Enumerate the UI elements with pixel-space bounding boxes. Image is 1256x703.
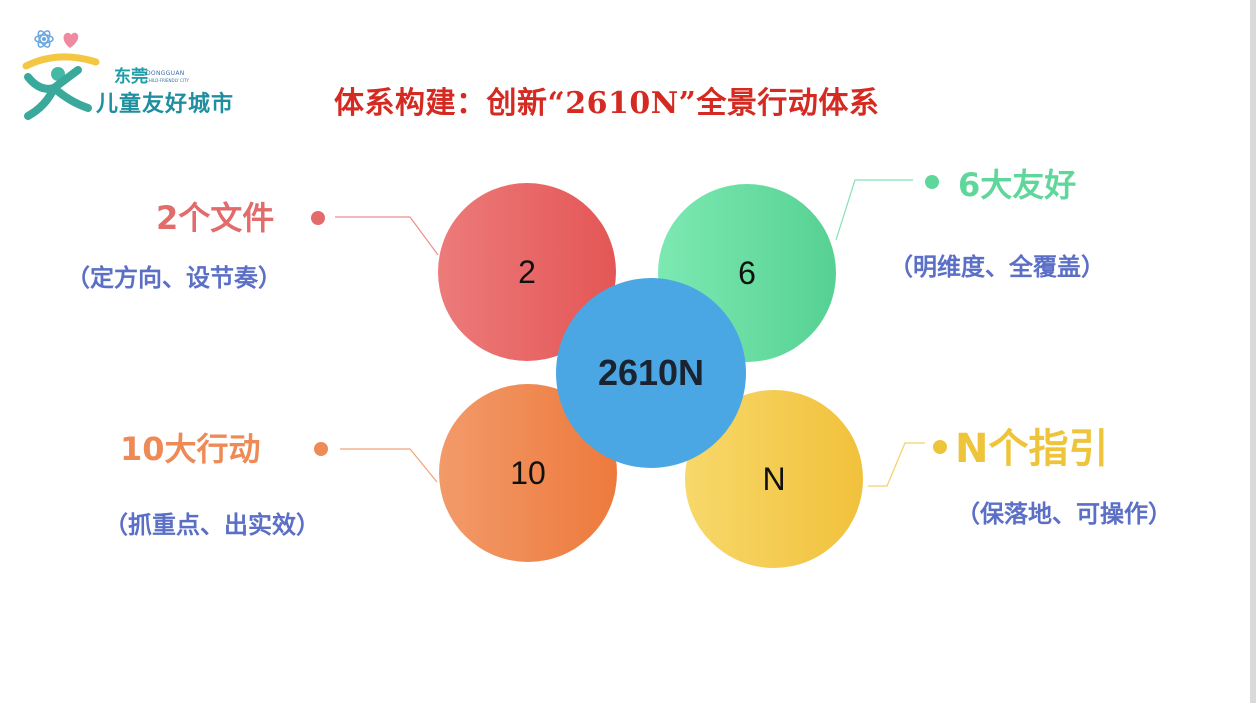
- node-circle-10: 10: [439, 384, 617, 562]
- node-circle-2-label: 2: [518, 253, 536, 290]
- node-subtitle-N: （保落地、可操作）: [956, 500, 1172, 528]
- node-title-2: 2个文件: [156, 199, 275, 237]
- connector-6: [835, 179, 913, 241]
- node-subtitle-2: （定方向、设节奏）: [66, 264, 282, 292]
- connector-2: [335, 216, 439, 256]
- connector-N: [868, 442, 925, 487]
- city-logo: 东莞 DONGGUAN CHILD-FRIENDLY CITY 儿童友好城市: [18, 22, 248, 127]
- dot-N: [933, 440, 947, 454]
- node-circle-6-label: 6: [738, 254, 756, 291]
- connector-10: [340, 448, 438, 483]
- center-circle: 2610N: [556, 278, 746, 468]
- node-circle-N-label: N: [762, 460, 786, 497]
- node-title-N: N个指引: [955, 426, 1109, 472]
- slide-edge: [1250, 0, 1256, 703]
- node-subtitle-6: （明维度、全覆盖）: [889, 253, 1105, 281]
- logo-english-name: DONGGUAN: [146, 70, 185, 77]
- dot-6: [925, 175, 939, 189]
- node-subtitle-10: （抓重点、出实效）: [104, 511, 320, 539]
- center-circle-label: 2610N: [597, 352, 705, 393]
- slide-title: 体系构建：创新“2610N”全景行动体系: [334, 86, 880, 121]
- dot-2: [311, 211, 325, 225]
- node-circle-10-label: 10: [510, 454, 546, 491]
- node-title-6: 6大友好: [958, 166, 1077, 204]
- node-title-10: 10大行动: [120, 430, 261, 468]
- logo-mascot-icon: [22, 30, 100, 120]
- logo-city-name: 东莞: [114, 67, 148, 87]
- dot-10: [314, 442, 328, 456]
- logo-tagline: 儿童友好城市: [96, 92, 235, 117]
- logo-english-sub: CHILD-FRIENDLY CITY: [146, 78, 189, 83]
